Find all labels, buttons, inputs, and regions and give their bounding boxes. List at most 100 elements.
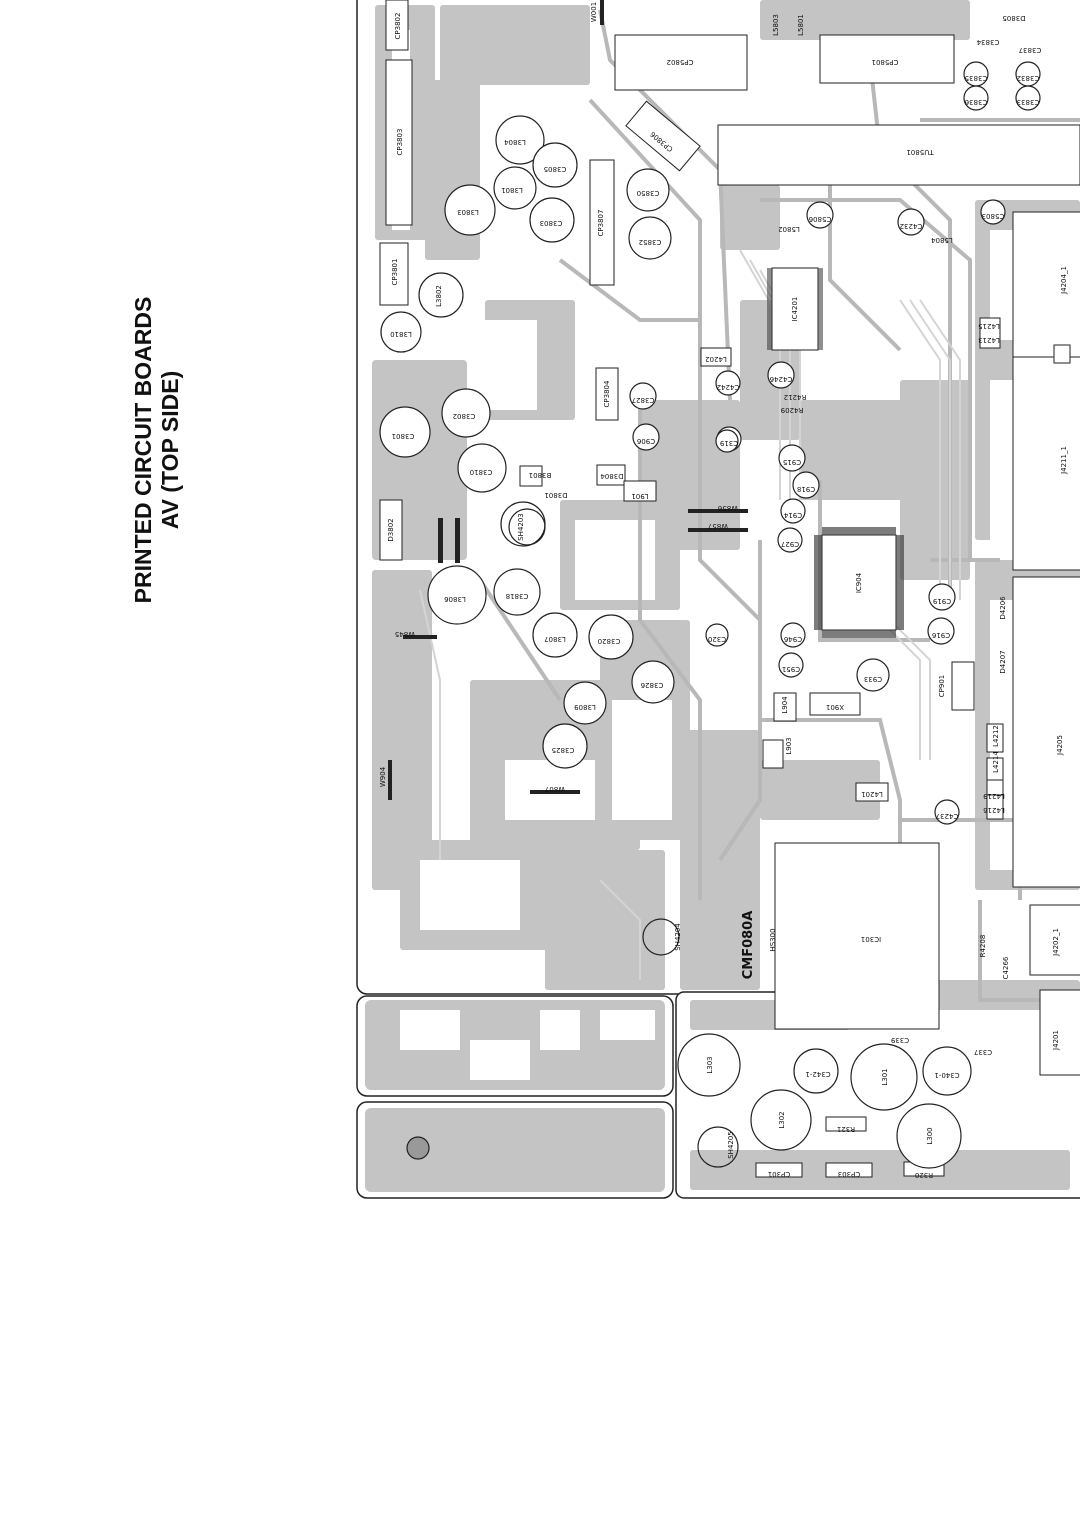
label-l4213: L4213: [978, 336, 1000, 344]
label-l300: L300: [926, 1127, 934, 1144]
label-c915: C915: [783, 458, 801, 466]
label-ic301: IC301: [861, 935, 881, 943]
label-l3804: L3804: [504, 138, 526, 146]
label-c3833: C3833: [1017, 98, 1040, 106]
label-c340: C340-1: [934, 1071, 959, 1079]
label-cp3802: CP3802: [394, 13, 402, 40]
label-l4216: L4216: [983, 806, 1005, 814]
label-c4232: C4232: [900, 222, 923, 230]
label-c3835: C3835: [965, 74, 988, 82]
label-l301: L301: [881, 1068, 889, 1085]
round-parts: [379, 61, 1041, 1169]
label-c3805: C3805: [544, 165, 567, 173]
label-l3806: L3806: [444, 595, 466, 603]
label-l3803: L3803: [457, 208, 479, 216]
label-c3818: C3818: [506, 592, 529, 600]
label-l4202: L4202: [705, 355, 727, 363]
label-c3836: C3836: [964, 98, 987, 106]
label-c3810: C3810: [470, 468, 493, 476]
label-l5801: L5801: [797, 14, 805, 36]
label-b3801: B3801: [529, 471, 552, 479]
label-l303: L303: [706, 1056, 714, 1073]
label-c3827: C3827: [632, 396, 655, 404]
label-j4201: J4201: [1052, 1030, 1060, 1051]
label-l3810: L3810: [390, 330, 412, 338]
label-j4205: J4205: [1056, 735, 1064, 756]
label-c3826: C3826: [640, 681, 663, 689]
rect-parts: [379, 0, 1080, 1178]
label-l302: L302: [778, 1111, 786, 1128]
label-l3801: L3801: [501, 186, 523, 194]
label-sh4203: SH4203: [517, 513, 525, 541]
label-c3802: C3802: [453, 412, 476, 420]
label-l904: L904: [781, 696, 789, 714]
label-d3802: D3802: [387, 518, 395, 541]
label-j4204: J4204_1: [1060, 266, 1068, 295]
label-l4212: L4212: [992, 725, 1000, 747]
label-cp3803: CP3803: [396, 129, 404, 156]
label-c3850: C3850: [637, 189, 660, 197]
label-c3832: C3832: [1017, 74, 1040, 82]
label-c339: C339: [891, 1036, 909, 1044]
label-r320: R320: [915, 1171, 933, 1179]
component-labels: CP3802 CP3803 CP3801 CP3807 CP3806 CP580…: [379, 2, 1068, 1179]
label-c319: C319: [720, 439, 738, 447]
label-r4209: R4209: [781, 406, 804, 414]
label-l3809: L3809: [574, 703, 596, 711]
label-c4246: C4246: [769, 375, 792, 383]
label-c933: C933: [864, 675, 882, 683]
label-ic904: IC904: [855, 572, 863, 593]
label-cp3801: CP3801: [391, 259, 399, 286]
label-l4219: L4219: [983, 792, 1005, 800]
label-d4207: D4207: [999, 650, 1007, 673]
label-c3834: C3834: [976, 38, 999, 46]
label-sh4204: SH4204: [674, 923, 682, 951]
label-l4201: L4201: [861, 790, 883, 798]
label-cp303: CP303: [838, 1170, 860, 1178]
label-c4242: C4242: [717, 383, 740, 391]
label-x901: X901: [826, 703, 844, 711]
label-c951: C951: [782, 665, 800, 673]
label-d3805: D3805: [1002, 14, 1025, 22]
label-l903: L903: [785, 737, 793, 754]
label-ic4201: IC4201: [791, 297, 799, 322]
label-c3825: C3825: [552, 746, 575, 754]
label-c320: C320: [708, 635, 726, 643]
label-c3801: C3801: [392, 432, 415, 440]
label-r4212: R4212: [784, 393, 807, 401]
wire-jumpers: [388, 0, 748, 800]
label-c5806: C5806: [808, 215, 831, 223]
label-c906: C906: [636, 437, 655, 445]
label-l5802: L5802: [778, 225, 800, 233]
label-w904: W904: [379, 766, 387, 787]
label-c3837: C3837: [1019, 46, 1042, 54]
label-w856: W856: [717, 504, 738, 512]
label-c4266: C4266: [1002, 956, 1010, 979]
label-w857: W857: [708, 522, 728, 530]
label-c918: C918: [797, 485, 815, 493]
label-r321: R321: [837, 1125, 855, 1133]
label-w001: W001: [590, 2, 598, 22]
label-cp5802: CP5802: [667, 58, 694, 66]
label-cp301: CP301: [768, 1170, 790, 1178]
label-c337: C337: [974, 1048, 992, 1056]
label-c3852: C3852: [639, 238, 662, 246]
label-c4237: C4237: [936, 812, 959, 820]
label-c916: C916: [931, 631, 950, 639]
board-code-label: CMF080A: [741, 911, 756, 980]
label-c946: C946: [783, 635, 802, 643]
label-w845: W845: [395, 630, 415, 638]
label-c5803: C5803: [982, 212, 1005, 220]
label-l4214: L4214: [992, 751, 1000, 773]
label-c342: C342-1: [805, 1070, 830, 1078]
label-l3807: L3807: [544, 635, 566, 643]
label-j4202: J4202_1: [1052, 928, 1060, 957]
label-cp5801: CP5801: [872, 58, 899, 66]
label-l5803: L5803: [772, 14, 780, 36]
label-cp901: CP901: [938, 675, 946, 697]
label-l3802: L3802: [435, 285, 443, 307]
label-l901: L901: [631, 492, 648, 500]
label-c927: C927: [781, 540, 799, 548]
label-r4208: R4208: [979, 935, 987, 958]
